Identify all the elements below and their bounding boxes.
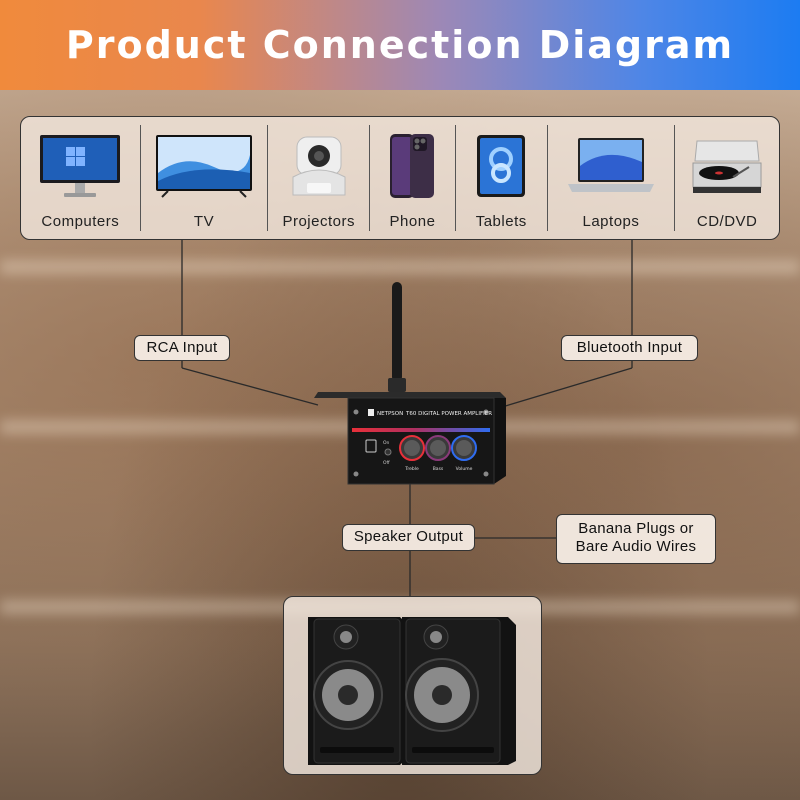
source-label: TV — [193, 213, 215, 230]
knobs — [399, 435, 477, 461]
source-cd-dvd: CD/DVD — [675, 125, 779, 231]
page-title: Product Connection Diagram — [65, 23, 735, 67]
source-tv: TV — [141, 125, 269, 231]
power-switch — [384, 448, 392, 456]
wires-line-2: Bare Audio Wires — [575, 538, 697, 555]
amp-brand: NETPSON — [377, 411, 403, 417]
title-banner: Product Connection Diagram — [0, 0, 800, 90]
treble-knob-label: Treble — [404, 466, 419, 472]
speaker-output-label: Speaker Output — [342, 524, 475, 551]
source-label: Computers — [41, 213, 120, 230]
source-laptops: Laptops — [548, 125, 676, 231]
source-projectors: Projectors — [268, 125, 371, 231]
speakers-icon — [308, 617, 516, 765]
switch-off-label: Off — [383, 460, 391, 466]
desktop-computer-icon — [38, 131, 122, 201]
source-phone: Phone — [370, 125, 456, 231]
source-devices-panel: Computers TV Projectors — [20, 116, 780, 240]
wires-line-1: Banana Plugs or — [578, 520, 694, 537]
source-label: Laptops — [582, 213, 640, 230]
speakers-panel — [283, 596, 542, 775]
projector-icon — [287, 131, 351, 201]
left-speaker — [308, 617, 406, 765]
banana-plugs-label: Banana Plugs or Bare Audio Wires — [556, 514, 716, 564]
antenna — [392, 282, 402, 382]
source-computers: Computers — [21, 125, 141, 231]
source-label: Projectors — [282, 213, 355, 230]
rca-diagonal-line — [181, 367, 319, 406]
amplifier-device: NETPSON T60 DIGITAL POWER AMPLIFIER On O… — [314, 282, 506, 485]
tv-icon — [154, 131, 254, 201]
volume-knob-label: Volume — [456, 466, 473, 472]
rca-input-label: RCA Input — [134, 335, 230, 361]
right-speaker — [402, 617, 516, 765]
source-tablets: Tablets — [456, 125, 548, 231]
bluetooth-input-label: Bluetooth Input — [561, 335, 698, 361]
led-strip — [352, 428, 490, 432]
source-label: Tablets — [475, 213, 527, 230]
amp-model-text: T60 DIGITAL POWER AMPLIFIER — [405, 411, 492, 417]
bluetooth-diagonal-line — [491, 367, 633, 411]
switch-on-label: On — [383, 440, 390, 446]
laptop-icon — [566, 131, 656, 201]
source-label: CD/DVD — [696, 213, 758, 230]
source-label: Phone — [389, 213, 436, 230]
phone-icon — [386, 131, 438, 201]
turntable-icon — [689, 131, 765, 201]
tablet-icon — [475, 131, 527, 201]
bass-knob-label: Bass — [433, 466, 444, 472]
